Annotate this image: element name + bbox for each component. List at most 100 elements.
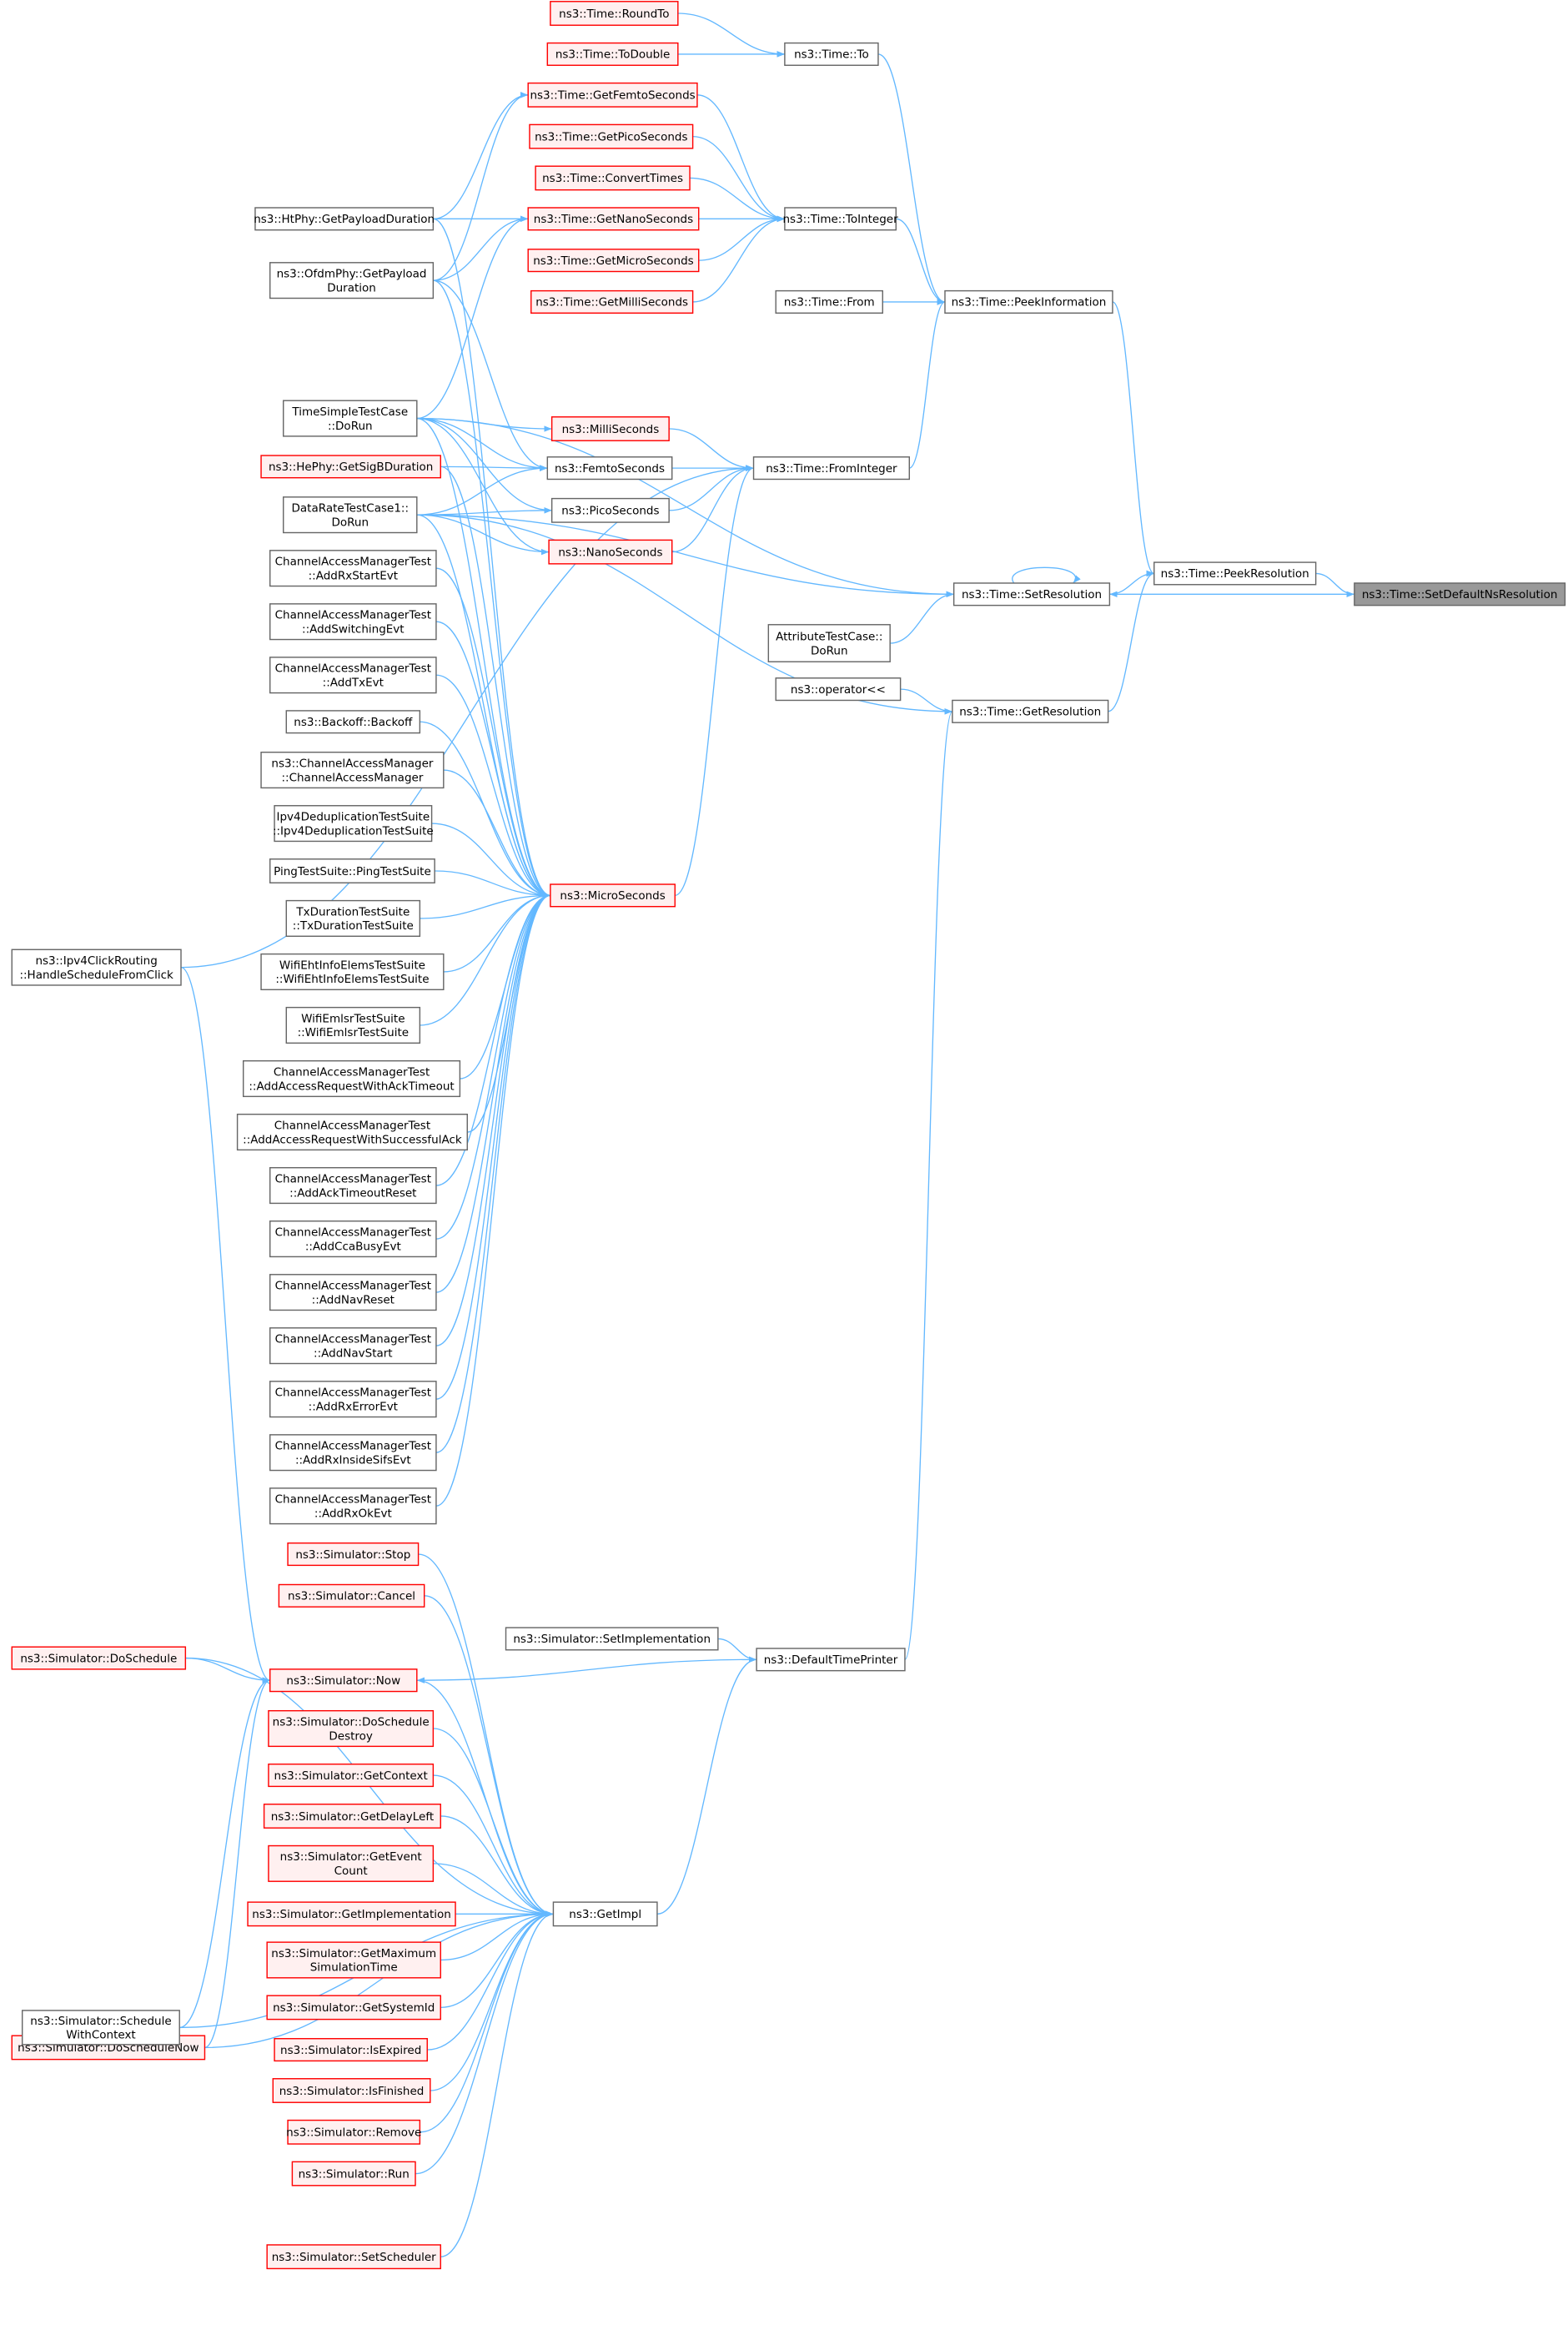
call-edge-isexpired-to-getimpl (427, 1910, 554, 2051)
node-txdur[interactable]: TxDurationTestSuite::TxDurationTestSuite (285, 899, 421, 937)
call-edge-c_cca-to-micro (435, 892, 550, 1240)
node-setres[interactable]: ns3::Time::SetResolution (952, 582, 1111, 606)
node-label: ::AddAccessRequestWithSuccessfulAck (243, 1133, 462, 1146)
node-label: ::AddAccessRequestWithAckTimeout (249, 1079, 454, 1093)
node-now[interactable]: ns3::Simulator::Now (269, 1668, 418, 1693)
node-label: ChannelAccessManagerTest (274, 1065, 430, 1079)
node-todouble[interactable]: ns3::Time::ToDouble (546, 42, 679, 66)
node-box (269, 550, 437, 587)
node-box (283, 496, 418, 534)
node-setdef[interactable]: ns3::Time::SetDefaultNsResolution (1354, 582, 1566, 606)
node-c_tx[interactable]: ChannelAccessManagerTest::AddTxEvt (269, 657, 437, 694)
node-getimpl[interactable]: ns3::GetImpl (552, 1901, 658, 1927)
node-c_succack[interactable]: ChannelAccessManagerTest::AddAccessReque… (236, 1113, 468, 1151)
node-run[interactable]: ns3::Simulator::Run (291, 2161, 416, 2187)
node-roundto[interactable]: ns3::Time::RoundTo (550, 1, 679, 26)
node-dr[interactable]: DataRateTestCase1::DoRun (283, 496, 418, 534)
node-ping[interactable]: PingTestSuite::PingTestSuite (269, 858, 435, 883)
node-dtp[interactable]: ns3::DefaultTimePrinter (756, 1648, 906, 1672)
node-cam[interactable]: ns3::ChannelAccessManager::ChannelAccess… (260, 752, 445, 789)
node-c_cca[interactable]: ChannelAccessManagerTest::AddCcaBusyEvt (269, 1220, 437, 1258)
node-label: ns3::Simulator::Schedule (30, 2015, 171, 2028)
node-c_acktimeout[interactable]: ChannelAccessManagerTest::AddAccessReque… (243, 1059, 461, 1098)
node-getsysid[interactable]: ns3::Simulator::GetSystemId (266, 1995, 441, 2021)
node-c_ackreset[interactable]: ChannelAccessManagerTest::AddAckTimeoutR… (269, 1167, 437, 1205)
call-edge-to-to-peekinfo (877, 53, 946, 305)
node-ipv4dedup[interactable]: Ipv4DeduplicationTestSuite::Ipv4Deduplic… (273, 805, 434, 843)
node-hephy[interactable]: ns3::HePhy::GetSigBDuration (260, 455, 441, 479)
node-getimplementation[interactable]: ns3::Simulator::GetImplementation (247, 1901, 456, 1927)
node-milli[interactable]: ns3::MilliSeconds (550, 416, 670, 441)
node-isfinished[interactable]: ns3::Simulator::IsFinished (272, 2078, 431, 2103)
node-setsched[interactable]: ns3::Simulator::SetScheduler (266, 2244, 441, 2270)
node-getnano[interactable]: ns3::Time::GetNanoSeconds (527, 207, 700, 231)
node-isexpired[interactable]: ns3::Simulator::IsExpired (274, 2038, 428, 2062)
node-label: ::HandleScheduleFromClick (19, 969, 173, 982)
node-getctx[interactable]: ns3::Simulator::GetContext (268, 1763, 435, 1788)
node-c_rxstart[interactable]: ChannelAccessManagerTest::AddRxStartEvt (269, 550, 437, 587)
node-label: ::AddRxInsideSifsEvt (295, 1453, 411, 1467)
node-peekinfo[interactable]: ns3::Time::PeekInformation (944, 289, 1113, 314)
call-edge-oplt-to-getres (900, 688, 952, 715)
node-box (287, 2119, 421, 2145)
node-label: ns3::Simulator::GetSystemId (273, 2001, 435, 2015)
node-htphy[interactable]: ns3::HtPhy::GetPayloadDuration (254, 207, 435, 231)
node-micro[interactable]: ns3::MicroSeconds (550, 883, 676, 908)
node-c_navreset[interactable]: ChannelAccessManagerTest::AddNavReset (269, 1274, 437, 1311)
node-stop[interactable]: ns3::Simulator::Stop (287, 1542, 420, 1567)
node-remove[interactable]: ns3::Simulator::Remove (286, 2119, 421, 2145)
node-setimpl[interactable]: ns3::Simulator::SetImplementation (505, 1627, 719, 1651)
node-label: ns3::Simulator::Run (299, 2167, 410, 2181)
node-getmicro[interactable]: ns3::Time::GetMicroSeconds (527, 249, 700, 273)
node-label: ChannelAccessManagerTest (275, 1440, 431, 1453)
node-getfemto[interactable]: ns3::Time::GetFemtoSeconds (527, 82, 698, 108)
node-box (952, 699, 1109, 723)
node-frominteger[interactable]: ns3::Time::FromInteger (752, 456, 910, 481)
node-label: ::TxDurationTestSuite (293, 919, 414, 933)
node-peekres[interactable]: ns3::Time::PeekResolution (1153, 561, 1317, 586)
node-label: ns3::MicroSeconds (560, 889, 665, 903)
node-ofdm[interactable]: ns3::OfdmPhy::GetPayloadDuration (269, 262, 435, 299)
node-nano[interactable]: ns3::NanoSeconds (548, 539, 673, 565)
node-from[interactable]: ns3::Time::From (775, 289, 883, 314)
node-getdelay[interactable]: ns3::Simulator::GetDelayLeft (263, 1804, 441, 1829)
node-c_rxsifs[interactable]: ChannelAccessManagerTest::AddRxInsideSif… (269, 1434, 437, 1472)
call-edge-c_tx-to-micro (435, 674, 550, 899)
node-c_switch[interactable]: ChannelAccessManagerTest::AddSwitchingEv… (269, 603, 437, 641)
node-c_navstart[interactable]: ChannelAccessManagerTest::AddNavStart (269, 1327, 437, 1365)
call-edge-dtp-to-now (416, 1658, 757, 1683)
node-oplt[interactable]: ns3::operator<< (775, 677, 902, 702)
node-getpico[interactable]: ns3::Time::GetPicoSeconds (529, 123, 694, 149)
node-emlsr[interactable]: WifiEmlsrTestSuite::WifiEmlsrTestSuite (285, 1006, 421, 1044)
node-pico[interactable]: ns3::PicoSeconds (550, 497, 670, 523)
node-ipv4click[interactable]: ns3::Ipv4ClickRouting::HandleScheduleFro… (11, 949, 182, 986)
node-backoff[interactable]: ns3::Backoff::Backoff (285, 710, 421, 734)
node-label: ns3::Simulator::Cancel (288, 1590, 415, 1603)
node-tointeger[interactable]: ns3::Time::ToInteger (782, 207, 898, 231)
call-edge-tsdorun-to-pico (416, 417, 552, 514)
node-femto[interactable]: ns3::FemtoSeconds (546, 456, 673, 481)
node-label: ns3::Time::SetDefaultNsResolution (1362, 588, 1558, 601)
node-getres[interactable]: ns3::Time::GetResolution (952, 699, 1109, 723)
node-label: ChannelAccessManagerTest (275, 1172, 431, 1185)
node-label: ChannelAccessManagerTest (275, 1333, 431, 1346)
node-cancel[interactable]: ns3::Simulator::Cancel (278, 1583, 425, 1608)
node-convert[interactable]: ns3::Time::ConvertTimes (535, 165, 691, 191)
node-label: ns3::ChannelAccessManager (271, 757, 434, 770)
node-tsdorun[interactable]: TimeSimpleTestCase::DoRun (283, 400, 418, 437)
node-getmilli[interactable]: ns3::Time::GetMilliSeconds (530, 289, 694, 314)
call-edge-c_rxerr-to-micro (435, 892, 550, 1400)
node-c_rxerr[interactable]: ChannelAccessManagerTest::AddRxErrorEvt (269, 1381, 437, 1418)
node-c_rxok[interactable]: ChannelAccessManagerTest::AddRxOkEvt (269, 1487, 437, 1525)
node-label: ns3::GetImpl (569, 1908, 641, 1921)
node-eht[interactable]: WifiEhtInfoElemsTestSuite::WifiEhtInfoEl… (260, 953, 445, 991)
node-attr[interactable]: AttributeTestCase::DoRun (767, 624, 891, 662)
node-to[interactable]: ns3::Time::To (784, 42, 879, 66)
node-box (269, 1274, 437, 1311)
node-dosched[interactable]: ns3::Simulator::DoSchedule (11, 1646, 187, 1670)
call-edge-ofdm-to-femto (433, 279, 548, 471)
